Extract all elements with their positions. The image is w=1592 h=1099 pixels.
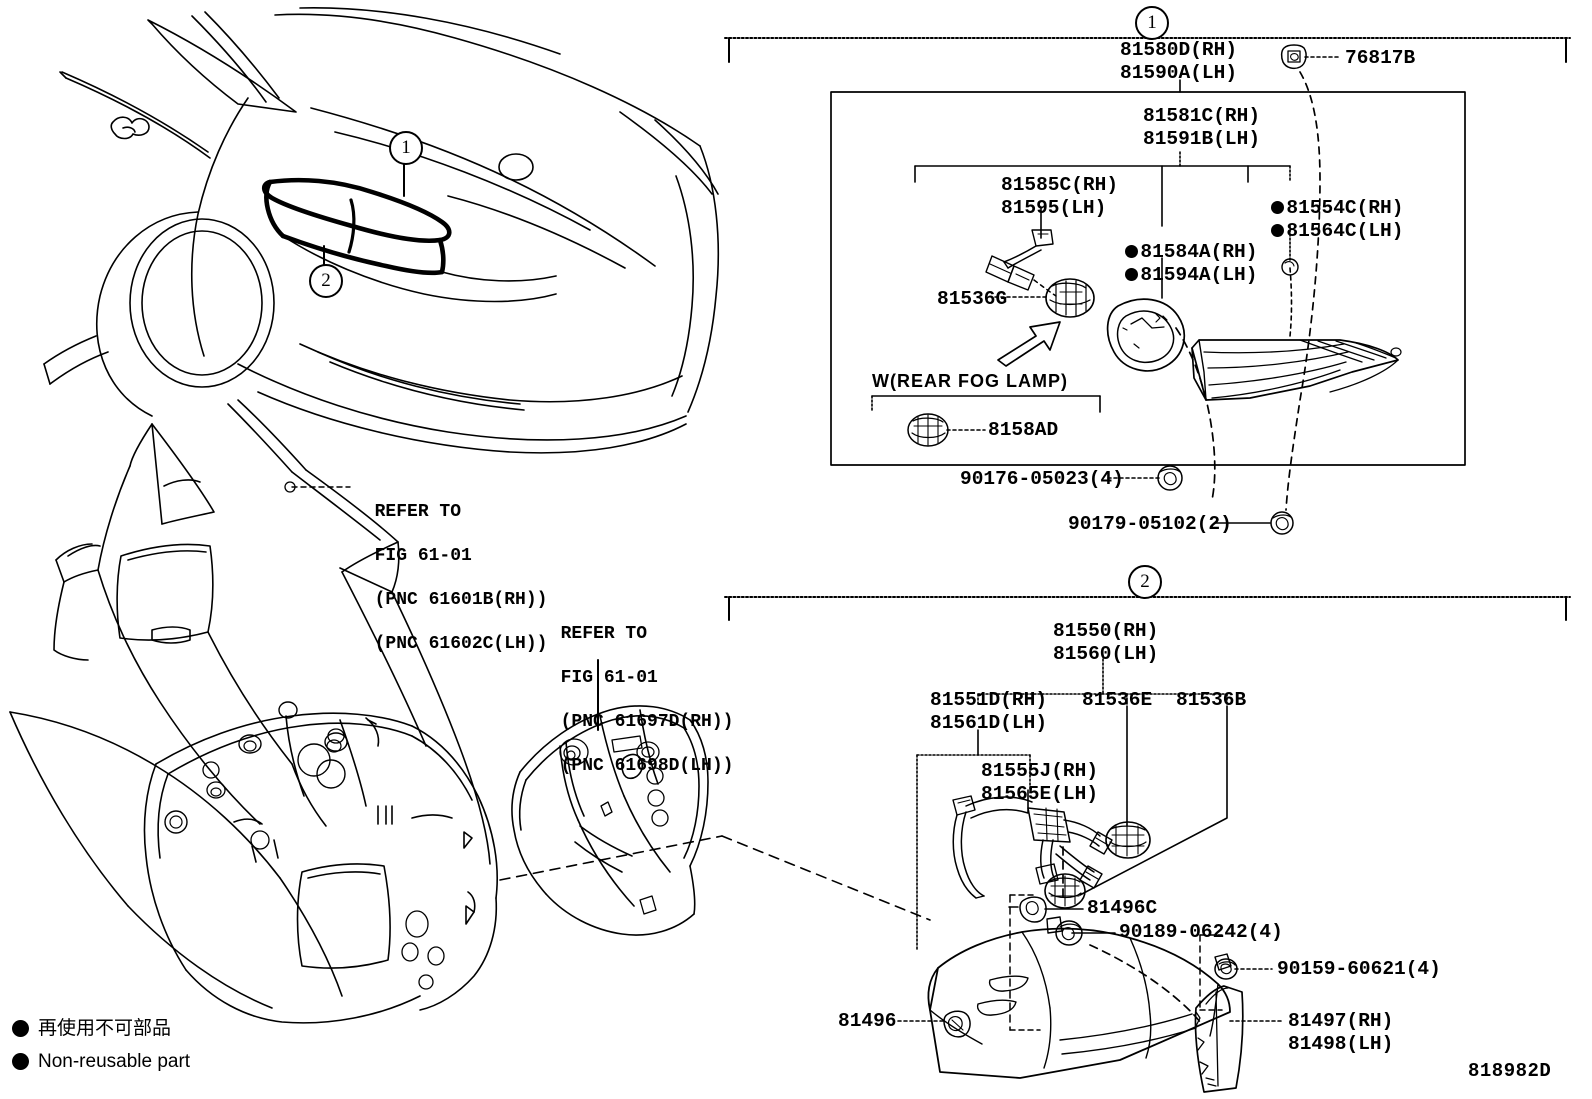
part-number-text: 81594A(LH): [1140, 264, 1258, 286]
part-label-81565E: 81565E(LH): [981, 783, 1099, 805]
part-label-81564C: 81564C(LH): [1248, 197, 1403, 243]
note-rear-fog-lamp: W(REAR FOG LAMP): [872, 371, 1068, 391]
part-label-90176-05023: 90176-05023(4): [960, 468, 1124, 490]
part-label-81581C: 81581C(RH): [1143, 105, 1261, 127]
part-label-81496: 81496: [838, 1010, 897, 1032]
car-callout-2: 2: [309, 264, 343, 298]
part-label-81498: 81498(LH): [1288, 1033, 1394, 1055]
refer-line-1: REFER TO: [560, 624, 648, 644]
part-label-81560: 81560(LH): [1053, 643, 1159, 665]
refer-line-4: (PNC 61602C(LH)): [374, 634, 548, 654]
panel1-frame: [724, 23, 1571, 524]
non-reusable-dot-icon: [1271, 224, 1285, 237]
part-label-81590A: 81590A(LH): [1120, 62, 1238, 84]
part-label-81497: 81497(RH): [1288, 1010, 1394, 1032]
panel2-part-shapes: [927, 795, 1244, 1093]
panel2-callout: 2: [1128, 565, 1162, 599]
legend-text-en: Non-reusable part: [38, 1051, 191, 1072]
part-label-81584A: 81584A(RH): [1102, 218, 1257, 264]
non-reusable-dot-icon: [12, 1053, 29, 1070]
part-label-81550: 81550(RH): [1053, 620, 1159, 642]
refer-block-quarter-panel: REFER TO FIG 61-01 (PNC 61601B(RH)) (PNC…: [353, 479, 548, 655]
legend-row-jp: 再使用不可部品: [12, 1017, 171, 1040]
part-label-81536B: 81536B: [1176, 689, 1247, 711]
part-number-text: 81554C(RH): [1286, 197, 1404, 219]
car-callout-1: 1: [389, 131, 423, 165]
refer-line-1: REFER TO: [374, 502, 462, 522]
non-reusable-dot-icon: [1271, 201, 1285, 214]
part-label-90179-05102: 90179-05102(2): [1068, 513, 1232, 535]
diagram-id-code: 818982D: [1468, 1060, 1552, 1082]
part-label-76817B: 76817B: [1345, 47, 1416, 69]
non-reusable-dot-icon: [1125, 268, 1139, 281]
part-label-81496C: 81496C: [1087, 897, 1158, 919]
panel1-part-shapes: [907, 44, 1402, 535]
refer-line-2: FIG 61-01: [374, 546, 472, 566]
refer-block-wheel-house: REFER TO FIG 61-01 (PNC 61697D(RH)) (PNC…: [539, 601, 734, 777]
panel1-callout: 1: [1135, 6, 1169, 40]
legend-row-en: Non-reusable part: [12, 1050, 190, 1073]
part-label-81595: 81595(LH): [1001, 197, 1107, 219]
part-number-text: 81584A(RH): [1140, 241, 1258, 263]
refer-line-2: FIG 61-01: [560, 668, 658, 688]
part-label-81555J: 81555J(RH): [981, 760, 1099, 782]
part-label-81591B: 81591B(LH): [1143, 128, 1261, 150]
part-label-81536E: 81536E: [1082, 689, 1153, 711]
refer-line-3: (PNC 61601B(RH)): [374, 590, 548, 610]
refer-line-4: (PNC 61698D(LH)): [560, 756, 734, 776]
legend-text-jp: 再使用不可部品: [38, 1017, 172, 1039]
part-label-81554C: 81554C(RH): [1248, 174, 1403, 220]
non-reusable-dot-icon: [1125, 245, 1139, 258]
car-rear-illustration: [43, 7, 720, 454]
non-reusable-dot-icon: [12, 1020, 29, 1037]
wheel-house-extension-part: [499, 659, 931, 936]
part-number-text: 81564C(LH): [1286, 220, 1404, 242]
part-label-81536G: 81536G: [937, 288, 1008, 310]
part-label-8158AD: 8158AD: [988, 419, 1059, 441]
part-label-90159-60621: 90159-60621(4): [1277, 958, 1441, 980]
part-label-81594A: 81594A(LH): [1102, 241, 1257, 287]
part-label-81551D: 81551D(RH): [930, 689, 1048, 711]
quarter-panel-illustration: [9, 399, 498, 1024]
part-label-90189-06242: 90189-06242(4): [1119, 921, 1283, 943]
part-label-81580D: 81580D(RH): [1120, 39, 1238, 61]
part-label-81561D: 81561D(LH): [930, 712, 1048, 734]
part-label-81585C: 81585C(RH): [1001, 174, 1119, 196]
refer-line-3: (PNC 61697D(RH)): [560, 712, 734, 732]
